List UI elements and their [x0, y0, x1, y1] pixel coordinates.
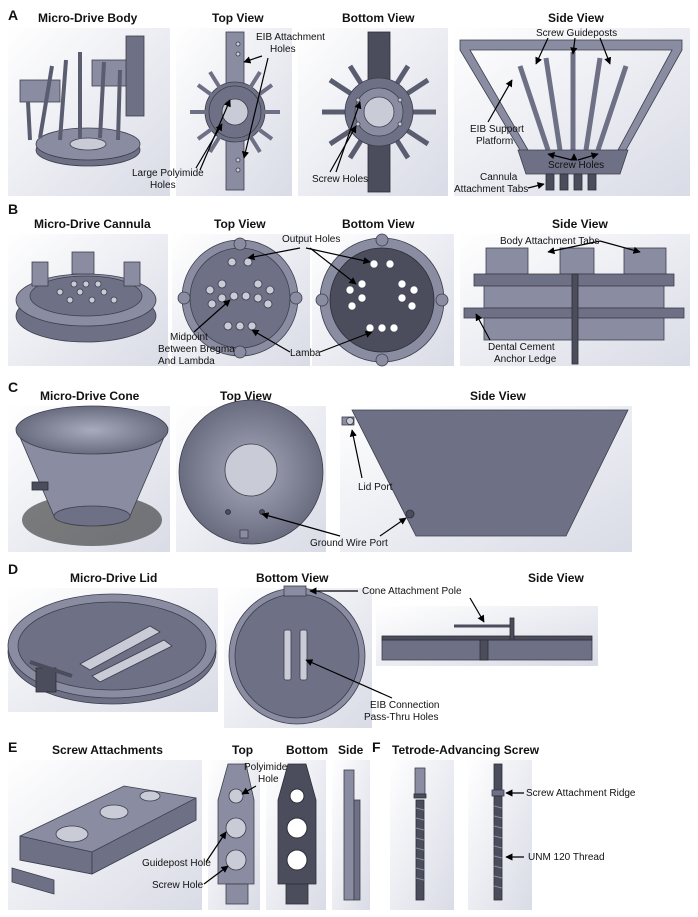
panel-c-title-side: Side View	[470, 389, 526, 403]
label-eib-attachment-holes-1: EIB Attachment	[256, 32, 325, 43]
cone-side-view	[341, 409, 629, 537]
label-lid-port: Lid Port	[358, 482, 393, 493]
panel-f-title: Tetrode-Advancing Screw	[392, 743, 540, 757]
cannula-iso	[15, 251, 157, 343]
panel-e-title-screw-attachments: Screw Attachments	[52, 743, 163, 757]
label-large-polyimide-holes-1: Large Polyimide	[132, 168, 204, 179]
panel-a-title-body: Micro-Drive Body	[38, 11, 138, 25]
panel-a-letter: A	[8, 7, 18, 23]
panel-f-letter: F	[372, 739, 381, 755]
panel-c-title-top: Top View	[220, 389, 272, 403]
label-eib-support-platform-2: Platform	[476, 136, 513, 147]
panel-e: E Screw Attachments Top Bottom Side	[8, 739, 370, 910]
panel-b-title-bottom: Bottom View	[342, 217, 415, 231]
label-dental-cement-2: Anchor Ledge	[494, 354, 557, 365]
tetrode-screw-side	[491, 763, 505, 901]
label-large-polyimide-holes-2: Holes	[150, 180, 176, 191]
panel-d: D Micro-Drive Lid Bottom View Side View	[7, 561, 598, 728]
label-dental-cement-1: Dental Cement	[488, 342, 555, 353]
label-screw-holes-side: Screw Holes	[548, 160, 604, 171]
lid-side-view	[381, 617, 593, 661]
lid-bottom-view	[228, 585, 366, 725]
micro-drive-body-bottom-view	[322, 31, 436, 193]
label-guidepost-hole: Guidepost Hole	[142, 858, 211, 869]
screw-attachment-iso	[11, 785, 197, 895]
panel-a-title-top: Top View	[212, 11, 264, 25]
label-output-holes: Output Holes	[282, 234, 340, 245]
panel-b: B Micro-Drive Cannula Top View Bottom Vi…	[8, 201, 690, 367]
panel-d-title-lid: Micro-Drive Lid	[70, 571, 157, 585]
cannula-bottom-view	[315, 233, 449, 367]
panel-c-letter: C	[8, 379, 18, 395]
panel-b-title-side: Side View	[552, 217, 608, 231]
panel-e-title-top: Top	[232, 743, 253, 757]
label-midpoint-2: Between Bregma	[158, 344, 235, 355]
panel-a-title-side: Side View	[548, 11, 604, 25]
label-eib-connection-1: EIB Connection	[370, 700, 440, 711]
panel-a-title-bottom: Bottom View	[342, 11, 415, 25]
screw-attachment-side-view	[343, 769, 361, 901]
label-screw-hole: Screw Hole	[152, 880, 204, 891]
micro-drive-body-side-view	[459, 39, 683, 191]
label-body-attachment-tabs: Body Attachment Tabs	[500, 236, 599, 247]
panel-e-letter: E	[8, 739, 17, 755]
label-eib-attachment-holes-2: Holes	[270, 44, 296, 55]
panel-b-title-cannula: Micro-Drive Cannula	[34, 217, 151, 231]
panel-b-title-top: Top View	[214, 217, 266, 231]
label-screw-holes-bottom: Screw Holes	[312, 174, 368, 185]
lid-iso	[7, 593, 217, 705]
panel-d-title-bottom: Bottom View	[256, 571, 329, 585]
label-polyimide-hole-1: Polyimide	[244, 762, 288, 773]
screw-attachment-bottom-view	[277, 763, 317, 905]
label-ground-wire-port: Ground Wire Port	[310, 538, 388, 549]
cone-top-view	[178, 399, 324, 545]
label-unm-thread: UNM 120 Thread	[528, 852, 605, 863]
label-cannula-tabs-2: Attachment Tabs	[454, 184, 528, 195]
panel-d-title-side: Side View	[528, 571, 584, 585]
label-eib-support-platform-1: EIB Support	[470, 124, 524, 135]
panel-c: C Micro-Drive Cone Top View Side View Li…	[8, 379, 632, 552]
label-cannula-tabs-1: Cannula	[480, 172, 518, 183]
panel-b-letter: B	[8, 201, 18, 217]
panel-e-title-bottom: Bottom	[286, 743, 328, 757]
screw-attachment-top-view	[217, 763, 255, 905]
panel-a: A Micro-Drive Body Top View Bottom View …	[8, 7, 690, 196]
label-screw-attachment-ridge: Screw Attachment Ridge	[526, 788, 636, 799]
panel-d-letter: D	[8, 561, 18, 577]
label-screw-guideposts: Screw Guideposts	[536, 28, 617, 39]
label-midpoint-1: Midpoint	[170, 332, 208, 343]
label-cone-attachment-pole: Cone Attachment Pole	[362, 586, 462, 597]
panel-e-title-side: Side	[338, 743, 364, 757]
label-midpoint-3: And Lambda	[158, 356, 215, 367]
panel-c-title-cone: Micro-Drive Cone	[40, 389, 140, 403]
panel-f: F Tetrode-Advancing Screw	[372, 739, 636, 910]
label-eib-connection-2: Pass-Thru Holes	[364, 712, 438, 723]
cone-iso	[15, 405, 169, 546]
cannula-side-view	[463, 247, 685, 365]
micro-drive-body-iso	[19, 35, 145, 167]
label-polyimide-hole-2: Hole	[258, 774, 279, 785]
tetrode-screw-iso	[413, 767, 427, 901]
label-lamba: Lamba	[290, 348, 321, 359]
cannula-top-view	[177, 237, 303, 359]
